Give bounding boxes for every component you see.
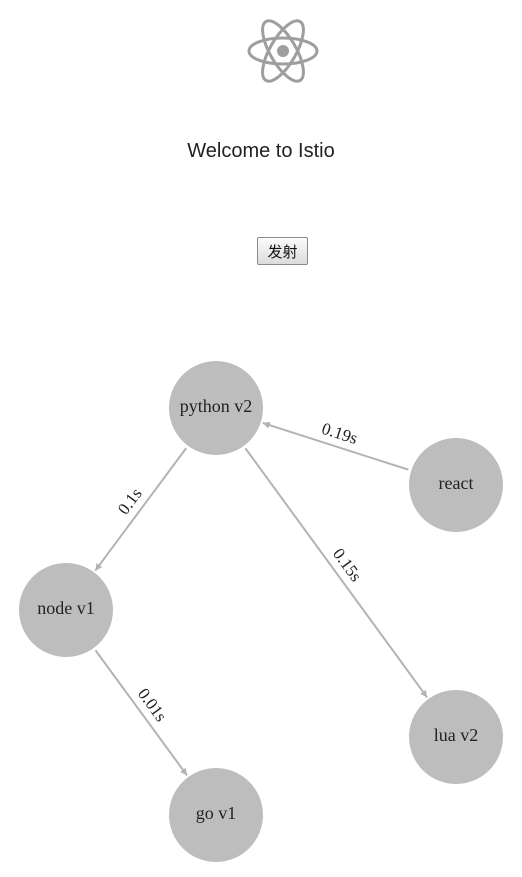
service-node-react[interactable]: react: [409, 438, 503, 532]
welcome-heading: Welcome to Istio: [187, 140, 335, 162]
service-node-circle[interactable]: [409, 438, 503, 532]
service-node-label: react: [439, 473, 474, 493]
edge-latency-label: 0.15s: [329, 545, 366, 586]
edge-python-to-lua: [244, 447, 428, 699]
service-node-node[interactable]: node v1: [19, 563, 113, 657]
edge-react-to-python: [262, 421, 409, 471]
fire-button[interactable]: 发射: [257, 237, 308, 265]
service-node-circle[interactable]: [409, 690, 503, 784]
service-node-circle[interactable]: [169, 768, 263, 862]
edge-python-to-node: [94, 447, 187, 572]
service-node-go[interactable]: go v1: [169, 768, 263, 862]
edge-node-to-go: [94, 649, 188, 777]
edge-latency-label: 0.1s: [114, 484, 146, 518]
service-node-label: lua v2: [434, 725, 479, 745]
service-node-lua[interactable]: lua v2: [409, 690, 503, 784]
service-node-python[interactable]: python v2: [169, 361, 263, 455]
service-node-circle[interactable]: [169, 361, 263, 455]
atom-icon: [247, 19, 319, 83]
service-node-label: python v2: [180, 396, 253, 416]
edge-latency-label: 0.01s: [134, 685, 171, 726]
service-node-circle[interactable]: [19, 563, 113, 657]
service-node-label: go v1: [196, 803, 237, 823]
service-node-label: node v1: [37, 598, 95, 618]
